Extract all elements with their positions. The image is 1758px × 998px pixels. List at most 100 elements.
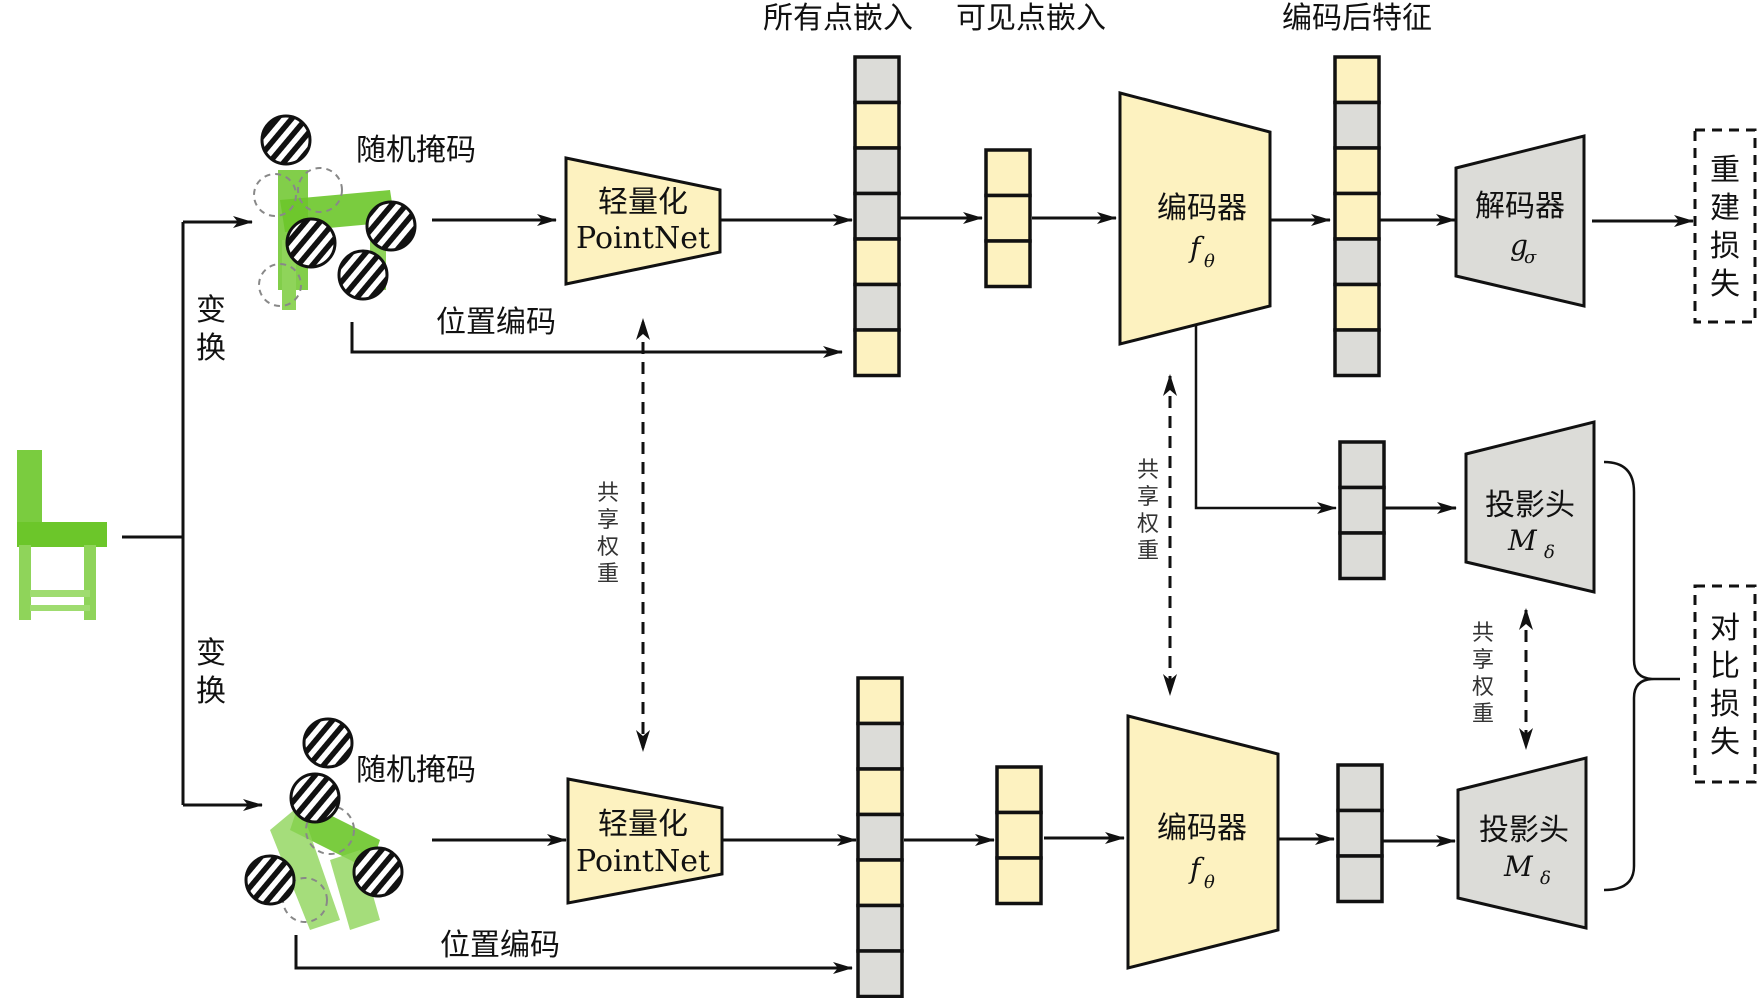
svg-text:编码器: 编码器 — [1157, 811, 1247, 846]
token-cell-gray — [1333, 100, 1381, 150]
transform-label-top-1: 变 — [196, 293, 226, 328]
token-cell-gray — [856, 903, 904, 953]
encoder-module-top: 编码器 f θ — [1118, 91, 1272, 346]
token-cell-gray — [1333, 328, 1381, 378]
transform-split-lines — [122, 216, 263, 811]
token-cell-gray — [853, 191, 901, 241]
mask-patch-icon — [260, 114, 312, 166]
svg-text:失: 失 — [1710, 725, 1740, 760]
svg-text:享: 享 — [1137, 485, 1159, 510]
token-cell-gray — [1336, 854, 1384, 904]
input-chair-point-cloud — [17, 450, 107, 620]
token-cell-gray — [853, 282, 901, 332]
token-cell-yellow — [853, 100, 901, 150]
header-encoded-features: 编码后特征 — [1282, 1, 1432, 36]
svg-text:PointNet: PointNet — [576, 221, 710, 256]
pointnet-module-top: 轻量化 PointNet — [564, 156, 722, 286]
projection-head-top: 投影头 M δ — [1464, 420, 1596, 594]
token-cell-yellow — [995, 765, 1043, 815]
svg-text:对: 对 — [1710, 611, 1740, 646]
svg-text:编码器: 编码器 — [1157, 191, 1247, 226]
pointnet-module-bottom: 轻量化 PointNet — [566, 777, 724, 905]
mask-patch-icon — [285, 217, 337, 269]
svg-text:权: 权 — [1472, 675, 1494, 700]
svg-text:投影头: 投影头 — [1485, 488, 1575, 523]
transform-label-bottom-2: 换 — [196, 674, 226, 709]
token-column-top-visible — [984, 148, 1032, 289]
projection-head-bottom: 投影头 M δ — [1456, 756, 1588, 930]
token-cell-gray — [853, 55, 901, 105]
mask-patch-icon — [365, 200, 417, 252]
token-column-top-projection-input — [1338, 440, 1386, 581]
top-flow-arrows — [350, 212, 1694, 514]
token-column-bottom-visible — [995, 765, 1043, 906]
token-cell-gray — [1333, 237, 1381, 287]
token-cell-yellow — [995, 856, 1043, 906]
token-cell-gray — [856, 721, 904, 771]
token-cell-yellow — [856, 676, 904, 726]
svg-text:共: 共 — [1472, 621, 1494, 646]
mask-patch-icon — [289, 772, 341, 824]
shared-weights-label-pointnet: 共 享 权 重 — [597, 481, 619, 587]
shared-weights-arrow-encoder — [1163, 374, 1177, 696]
token-cell-yellow — [853, 328, 901, 378]
svg-text:比: 比 — [1710, 649, 1740, 684]
contrastive-brace — [1603, 460, 1680, 892]
svg-text:δ: δ — [1540, 868, 1551, 889]
token-cell-gray — [1338, 531, 1386, 581]
header-all-point-embed: 所有点嵌入 — [763, 1, 913, 36]
svg-text:共: 共 — [1137, 458, 1159, 483]
svg-text:重: 重 — [1472, 702, 1494, 727]
position-encoding-label-top: 位置编码 — [436, 305, 556, 340]
svg-text:享: 享 — [1472, 648, 1494, 673]
mask-patch-icon — [302, 717, 354, 769]
token-cell-gray — [856, 812, 904, 862]
svg-text:权: 权 — [597, 535, 619, 560]
token-cell-yellow — [1333, 191, 1381, 241]
shared-weights-arrow-pointnet — [636, 318, 650, 752]
svg-text:θ: θ — [1204, 251, 1215, 272]
token-cell-yellow — [856, 767, 904, 817]
svg-text:θ: θ — [1204, 872, 1215, 893]
token-cell-gray — [853, 146, 901, 196]
token-column-top-all-points — [853, 55, 901, 378]
svg-text:权: 权 — [1137, 512, 1159, 537]
svg-text:δ: δ — [1544, 542, 1555, 563]
token-cell-gray — [1336, 808, 1384, 858]
token-cell-yellow — [853, 237, 901, 287]
token-cell-yellow — [984, 239, 1032, 289]
token-column-bottom-all-points — [856, 676, 904, 998]
bottom-flow-arrows — [294, 832, 1456, 974]
svg-text:投影头: 投影头 — [1479, 813, 1569, 848]
svg-text:解码器: 解码器 — [1475, 189, 1565, 224]
random-mask-label-top: 随机掩码 — [356, 133, 476, 168]
transform-label-top-2: 换 — [196, 331, 226, 366]
shared-weights-label-encoder: 共 享 权 重 — [1137, 458, 1159, 564]
encoder-module-bottom: 编码器 f θ — [1126, 714, 1280, 970]
masked-chair-bottom — [244, 717, 404, 930]
mask-patch-icon — [352, 846, 404, 898]
svg-text:M: M — [1507, 524, 1538, 557]
decoder-module: 解码器 g σ — [1454, 134, 1586, 308]
svg-text:重: 重 — [1137, 539, 1159, 564]
svg-text:共: 共 — [597, 481, 619, 506]
token-cell-yellow — [984, 193, 1032, 243]
svg-text:轻量化: 轻量化 — [598, 185, 688, 220]
svg-text:享: 享 — [597, 508, 619, 533]
token-cell-yellow — [1333, 282, 1381, 332]
svg-text:建: 建 — [1710, 191, 1740, 226]
shared-weights-label-projection: 共 享 权 重 — [1472, 621, 1494, 727]
svg-text:PointNet: PointNet — [576, 844, 710, 879]
token-columns — [853, 55, 1386, 998]
token-cell-gray — [1336, 763, 1384, 813]
shared-weights-arrow-projection — [1519, 608, 1533, 750]
token-cell-yellow — [1333, 146, 1381, 196]
svg-text:重: 重 — [1710, 153, 1740, 188]
svg-text:失: 失 — [1710, 267, 1740, 302]
token-cell-yellow — [1333, 55, 1381, 105]
svg-text:g: g — [1510, 229, 1528, 262]
svg-text:σ: σ — [1524, 247, 1537, 268]
random-mask-label-bottom: 随机掩码 — [356, 753, 476, 788]
token-cell-yellow — [856, 858, 904, 908]
mask-patch-icon — [244, 854, 296, 906]
